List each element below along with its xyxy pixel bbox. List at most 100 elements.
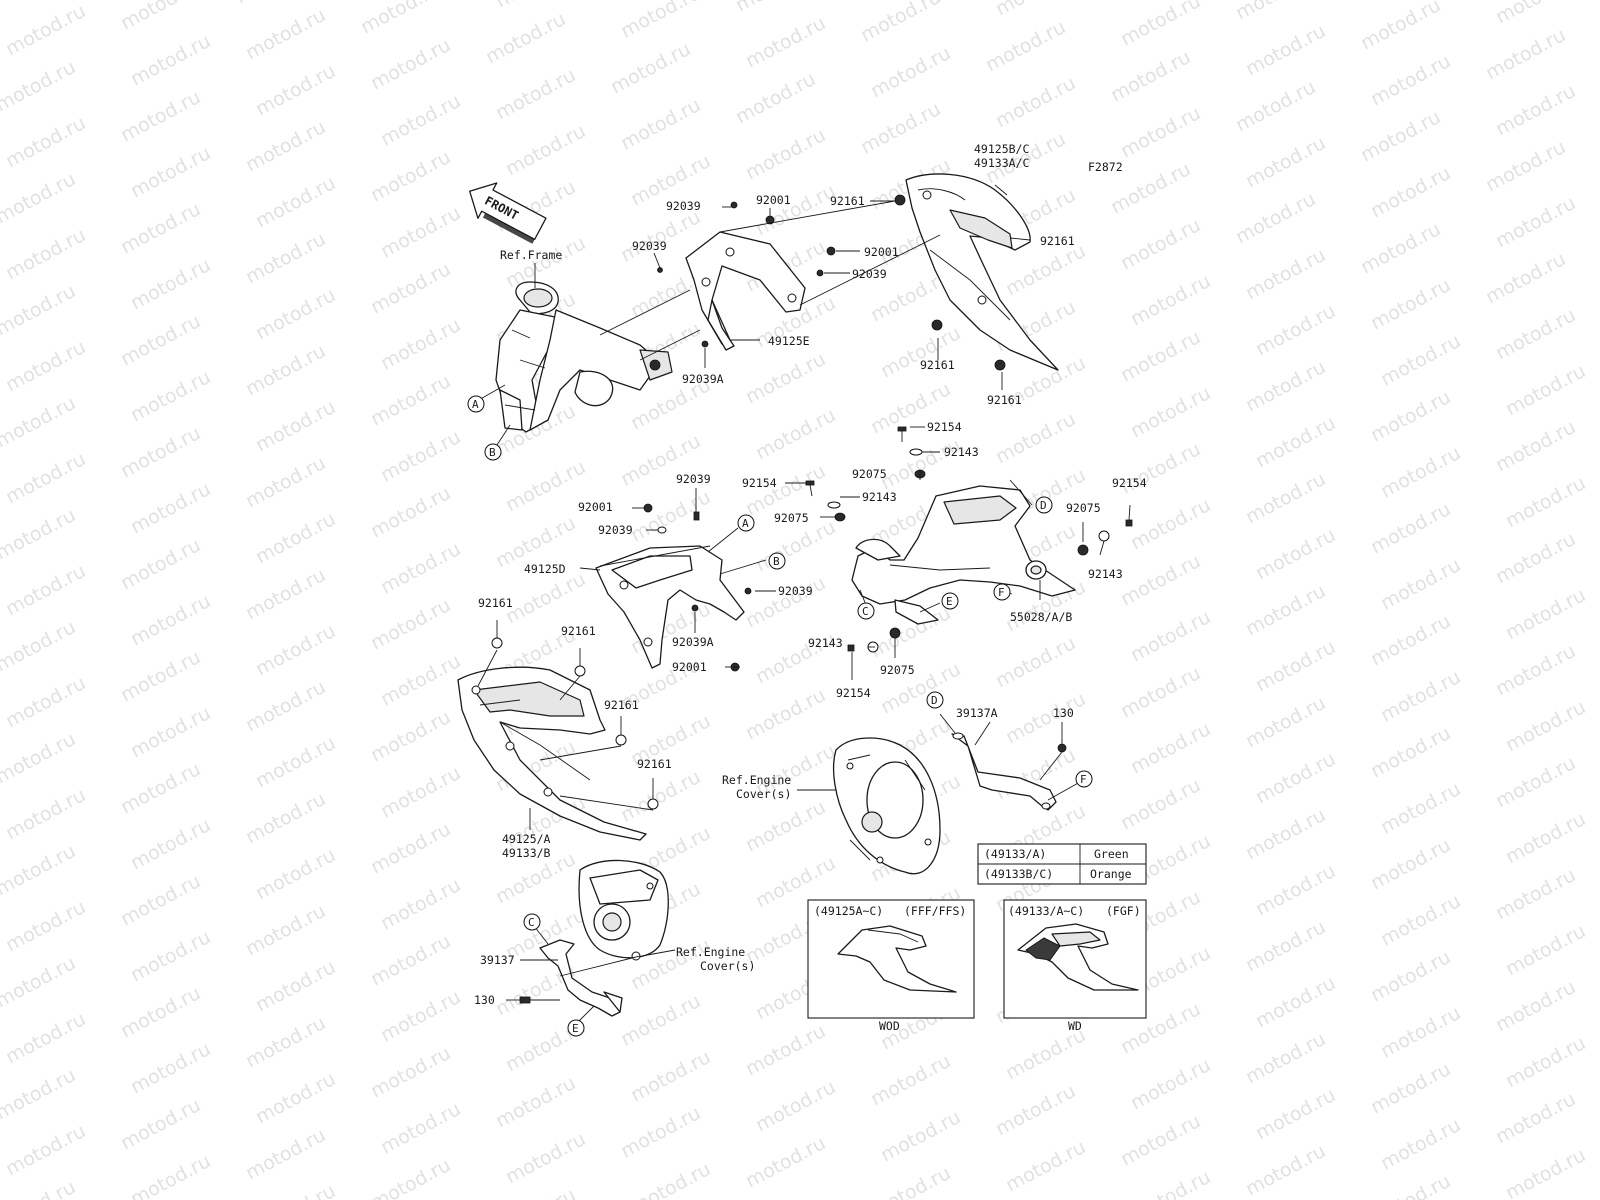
connector-d-2: D (926, 691, 944, 709)
svg-text:F: F (998, 586, 1005, 599)
variant-box-wod: (49125A~C) (FFF/FFS) WOD (807, 899, 975, 1033)
connector-c-1: C (857, 602, 875, 620)
lower-right-leaders (797, 713, 1081, 801)
inner-cover-assembly (851, 485, 1076, 625)
watermark-text: motod.ru (752, 180, 839, 240)
watermark-text: motod.ru (1502, 920, 1589, 980)
watermark-text: motod.ru (742, 124, 829, 184)
watermark-text: motod.ru (752, 1076, 839, 1136)
watermark-text: motod.ru (617, 990, 704, 1050)
watermark-text: motod.ru (502, 120, 589, 180)
watermark-text: motod.ru (617, 1102, 704, 1162)
watermark-text: motod.ru (877, 1106, 964, 1166)
color-table: (49133/A) Green (49133B/C) Orange (977, 843, 1147, 885)
watermark-text: motod.ru (367, 1042, 454, 1102)
watermark-text: motod.ru (0, 728, 79, 788)
watermark-text: motod.ru (377, 986, 464, 1046)
watermark-text: motod.ru (877, 322, 964, 382)
watermark-text: motod.ru (2, 1008, 89, 1068)
watermark-text: motod.ru (502, 232, 589, 292)
watermark-text: motod.ru (1232, 76, 1319, 136)
watermark-text: motod.ru (377, 874, 464, 934)
watermark-text: motod.ru (117, 86, 204, 146)
watermark-text: motod.ru (1242, 1140, 1329, 1200)
svg-text:F: F (1080, 773, 1087, 786)
watermark-text: motod.ru (127, 1038, 214, 1098)
connection-markers: A B A B C D E F D F C E (467, 395, 1093, 1037)
watermark-text: motod.ru (1377, 890, 1464, 950)
watermark-text: motod.ru (1377, 330, 1464, 390)
watermark-text: motod.ru (127, 590, 214, 650)
watermark-text: motod.ru (867, 1162, 954, 1200)
watermark-text: motod.ru (857, 0, 944, 46)
watermark-text: motod.ru (1117, 550, 1204, 610)
watermark-text: motod.ru (242, 1012, 329, 1072)
watermark-text: motod.ru (1502, 584, 1589, 644)
variant-box-wd: (49133/A~C) (FGF) WD (1003, 899, 1147, 1033)
label-49133ac: 49133A/C (974, 156, 1029, 170)
watermark-text: motod.ru (367, 930, 454, 990)
watermark-text: motod.ru (2, 560, 89, 620)
label-92161-l2: 92161 (561, 624, 596, 638)
variant-wd-header-part: (49133/A~C) (1008, 904, 1084, 918)
watermark-text: motod.ru (1242, 356, 1329, 416)
watermark-text: motod.ru (627, 486, 714, 546)
connector-e-2: E (567, 1019, 585, 1037)
color-table-row-1-part: (49133/A) (984, 847, 1046, 861)
label-39137a: 39137A (956, 706, 998, 720)
watermark-text: motod.ru (242, 564, 329, 624)
watermark-text: motod.ru (377, 538, 464, 598)
watermark-text: motod.ru (1127, 1166, 1214, 1200)
color-table-row-1-color: Green (1094, 847, 1129, 861)
variant-wd-header-variant: (FGF) (1106, 904, 1141, 918)
watermark-text: motod.ru (1367, 50, 1454, 110)
watermark-text: motod.ru (117, 198, 204, 258)
watermark-text: motod.ru (992, 632, 1079, 692)
connector-a-1: A (467, 395, 485, 413)
svg-text:C: C (862, 605, 869, 618)
watermark-text: motod.ru (732, 0, 819, 16)
watermark-text: motod.ru (242, 4, 329, 64)
watermark-text: motod.ru (1252, 1084, 1339, 1144)
watermark-text: motod.ru (252, 956, 339, 1016)
watermark-text: motod.ru (1482, 136, 1569, 196)
watermark-text: motod.ru (1117, 662, 1204, 722)
watermark-text: motod.ru (367, 258, 454, 318)
label-92161-l3: 92161 (604, 698, 639, 712)
watermark-text: motod.ru (117, 422, 204, 482)
watermark-text: motod.ru (607, 38, 694, 98)
watermark-text: motod.ru (1377, 554, 1464, 614)
watermark-text: motod.ru (242, 788, 329, 848)
watermark-text: motod.ru (992, 72, 1079, 132)
watermark-text: motod.ru (1502, 696, 1589, 756)
watermark-text: motod.ru (232, 0, 319, 8)
watermark-text: motod.ru (377, 314, 464, 374)
watermark-text: motod.ru (877, 434, 964, 494)
watermark-text: motod.ru (1252, 972, 1339, 1032)
svg-text:B: B (773, 555, 780, 568)
label-92001-u2: 92001 (864, 245, 899, 259)
watermark-text: motod.ru (252, 732, 339, 792)
label-49125e: 49125E (768, 334, 810, 348)
watermark-text: motod.ru (0, 840, 79, 900)
watermark-text: motod.ru (242, 228, 329, 288)
watermark-text: motod.ru (742, 1132, 829, 1192)
watermark-text: motod.ru (752, 516, 839, 576)
watermark-text: motod.ru (742, 348, 829, 408)
watermark-text: motod.ru (502, 568, 589, 628)
watermark-text: motod.ru (2, 448, 89, 508)
watermark-text: motod.ru (752, 404, 839, 464)
connector-f-1: F (993, 583, 1011, 601)
watermark-text: motod.ru (1252, 524, 1339, 584)
watermark-text: motod.ru (117, 310, 204, 370)
watermark-text: motod.ru (127, 366, 214, 426)
watermark-text: motod.ru (1232, 0, 1319, 24)
svg-text:B: B (489, 446, 496, 459)
label-92154-m1: 92154 (927, 420, 962, 434)
watermark-text: motod.ru (617, 766, 704, 826)
svg-text:D: D (1040, 499, 1047, 512)
label-92161-u1: 92161 (830, 194, 865, 208)
watermark-text: motod.ru (502, 456, 589, 516)
svg-text:E: E (572, 1022, 579, 1035)
watermark-text: motod.ru (1252, 860, 1339, 920)
